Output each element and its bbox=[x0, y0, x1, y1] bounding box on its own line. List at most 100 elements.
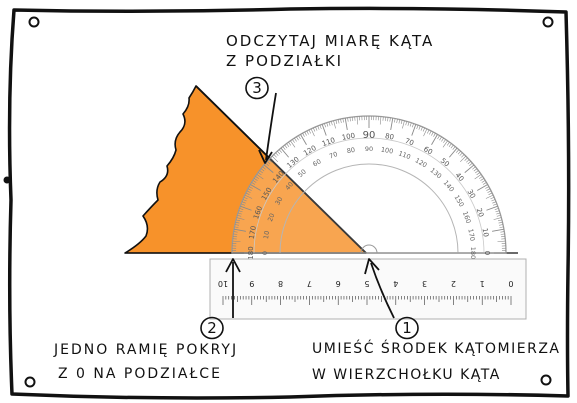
ruler-label: 6 bbox=[336, 279, 341, 288]
protractor-tick bbox=[485, 194, 494, 199]
protractor-tick bbox=[321, 124, 327, 136]
protractor-outer-label: 170 bbox=[248, 225, 258, 240]
protractor-tick bbox=[418, 125, 421, 130]
protractor-tick bbox=[240, 203, 245, 206]
protractor-tick bbox=[427, 129, 430, 134]
protractor-inner-label: 100 bbox=[380, 146, 394, 156]
protractor-tick bbox=[262, 166, 266, 170]
protractor-tick bbox=[270, 157, 274, 161]
protractor-tick bbox=[482, 182, 487, 185]
protractor-tick bbox=[319, 124, 322, 129]
protractor-inner-label: 60 bbox=[311, 157, 322, 168]
step-2-number: 2 bbox=[207, 319, 217, 337]
protractor-tick bbox=[349, 117, 351, 122]
protractor-tick bbox=[308, 129, 311, 134]
protractor-tick bbox=[344, 118, 348, 130]
protractor-tick bbox=[480, 178, 485, 181]
protractor-outer-label: 90 bbox=[363, 130, 376, 141]
protractor-outer-label: 20 bbox=[475, 207, 486, 218]
protractor-inner-label: 70 bbox=[328, 150, 339, 160]
protractor-tick bbox=[492, 228, 504, 232]
protractor-inner-label: 110 bbox=[397, 149, 411, 161]
protractor-tick bbox=[490, 197, 495, 200]
corner-ring-br bbox=[540, 374, 552, 386]
ruler-body bbox=[209, 258, 527, 320]
ruler-ticks bbox=[222, 296, 512, 305]
protractor-tick bbox=[337, 119, 340, 124]
protractor-inner-label: 50 bbox=[296, 168, 307, 179]
protractor-tick bbox=[474, 174, 482, 180]
protractor-tick bbox=[499, 224, 504, 226]
protractor-tick bbox=[238, 210, 243, 213]
instruction-step1-line2: W WIERZCHOŁKU KĄTA bbox=[312, 367, 501, 383]
protractor-tick bbox=[389, 117, 391, 122]
angle-wedge bbox=[124, 85, 367, 254]
protractor-tick bbox=[412, 123, 414, 128]
protractor-tick bbox=[487, 190, 492, 193]
protractor-label-arc bbox=[253, 137, 485, 254]
protractor-tick bbox=[457, 150, 461, 155]
step-3-number: 3 bbox=[252, 79, 262, 97]
protractor-tick bbox=[493, 217, 502, 220]
protractor-tick bbox=[241, 201, 246, 204]
protractor-tick bbox=[260, 168, 265, 172]
protractor-inner-label: 80 bbox=[346, 146, 356, 155]
protractor-tick bbox=[296, 136, 299, 141]
ruler-label: 2 bbox=[451, 279, 456, 288]
protractor-tick bbox=[400, 119, 403, 125]
protractor-tick bbox=[431, 134, 438, 145]
protractor-tick bbox=[242, 199, 247, 202]
protractor-tick bbox=[475, 170, 479, 174]
instruction-step1-line1: UMIEŚĆ ŚRODEK KĄTOMIERZA bbox=[312, 341, 561, 357]
protractor-tick bbox=[492, 201, 497, 204]
protractor-tick bbox=[356, 116, 359, 125]
protractor-outer-label: 40 bbox=[453, 171, 465, 183]
protractor-tick bbox=[442, 140, 448, 148]
protractor-tick bbox=[240, 205, 252, 211]
ruler-label: 3 bbox=[422, 279, 427, 288]
protractor-tick bbox=[310, 128, 315, 137]
protractor-tick bbox=[461, 154, 465, 158]
protractor-inner-arc bbox=[279, 163, 459, 254]
ruler-label: 8 bbox=[278, 279, 283, 288]
protractor-tick bbox=[246, 190, 251, 193]
edge-dot bbox=[3, 176, 11, 184]
protractor-tick bbox=[411, 124, 417, 136]
protractor-tick bbox=[497, 219, 503, 222]
protractor-tick bbox=[416, 124, 419, 129]
protractor-tick bbox=[315, 126, 318, 131]
protractor-tick bbox=[496, 212, 501, 215]
protractor-tick bbox=[255, 176, 259, 179]
protractor-tick bbox=[347, 117, 349, 122]
protractor: 0102030405060708090100110120130140150160… bbox=[231, 115, 507, 260]
protractor-tick bbox=[499, 226, 504, 228]
protractor-tick bbox=[446, 141, 450, 146]
instruction-read-line1: ODCZYTAJ MIARĘ KĄTA bbox=[226, 32, 435, 50]
protractor-tick bbox=[494, 208, 499, 210]
protractor-tick bbox=[244, 194, 253, 199]
protractor-outer-label: 100 bbox=[341, 132, 356, 142]
protractor-tick bbox=[450, 144, 454, 149]
step-1-circle bbox=[395, 316, 419, 340]
protractor-tick bbox=[477, 184, 488, 191]
protractor-outer-label: 70 bbox=[404, 137, 415, 148]
protractor-tick bbox=[439, 136, 442, 141]
protractor-tick bbox=[481, 180, 486, 183]
protractor-outer-label: 10 bbox=[480, 227, 489, 237]
protractor-tick bbox=[249, 186, 253, 189]
protractor-tick bbox=[247, 188, 252, 191]
protractor-tick bbox=[234, 226, 239, 228]
protractor-tick bbox=[469, 162, 473, 166]
protractor-tick bbox=[420, 126, 423, 131]
protractor-tick bbox=[243, 197, 248, 200]
protractor-tick bbox=[379, 116, 382, 125]
protractor-tick bbox=[396, 118, 398, 123]
protractor-tick bbox=[277, 150, 281, 155]
protractor-tick bbox=[449, 147, 458, 158]
protractor-tick bbox=[500, 231, 505, 233]
protractor-tick bbox=[317, 125, 320, 130]
protractor-tick bbox=[479, 176, 483, 179]
protractor-tick bbox=[284, 144, 288, 149]
protractor-tick bbox=[245, 192, 250, 195]
